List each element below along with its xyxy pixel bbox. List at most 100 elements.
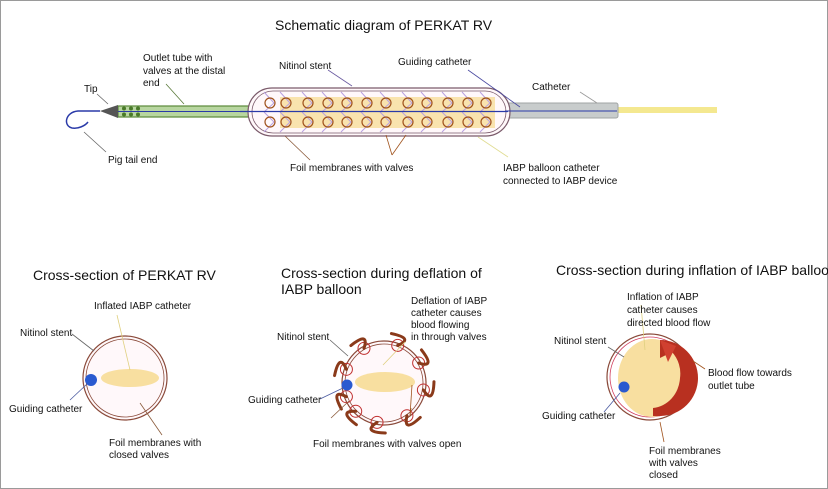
outlet-dot (136, 112, 140, 117)
valve-circle (442, 116, 454, 128)
p2-label-deflation-4: in through valves (411, 332, 487, 343)
valve-circle (280, 116, 292, 128)
open-valve (339, 390, 353, 404)
leader-lines (83, 69, 598, 161)
valve-circle (341, 97, 353, 109)
stent-chevron (420, 91, 432, 133)
p3-label-guiding: Guiding catheter (542, 411, 616, 422)
valve-flap (333, 360, 348, 378)
stent-chevron (461, 91, 473, 133)
pigtail (65, 110, 100, 129)
leader-p3-foil (659, 421, 665, 443)
panel-deflation: Cross-section during deflation of IABP b… (248, 265, 487, 450)
leader-foil-mid1 (385, 134, 393, 156)
outlet-dot (136, 106, 140, 111)
leader-p1-guiding (69, 383, 88, 401)
blood-flow-arrowhead (660, 340, 676, 362)
stent-chevron (279, 91, 291, 133)
valve-circle (361, 116, 373, 128)
leader-p1-foil (139, 402, 163, 436)
valve-flap (335, 392, 348, 411)
leader-foil-left (284, 135, 311, 161)
panel2-title-2: IABP balloon (281, 281, 362, 297)
valve-circle (421, 97, 433, 109)
p1-label-foil-1: Foil membranes with (109, 438, 201, 449)
leader-catheter (579, 91, 598, 104)
p3-label-foil-2: with valves (648, 458, 698, 469)
valve-flap (417, 348, 430, 366)
p3-label-inflation-3: directed blood flow (627, 318, 711, 329)
valve-circle (480, 116, 492, 128)
valve-circle (264, 97, 276, 109)
blood-flow-arrow (653, 340, 698, 416)
open-valve (339, 362, 353, 376)
main-title: Schematic diagram of PERKAT RV (275, 17, 493, 33)
valve-circle (480, 97, 492, 109)
stent-chevron (340, 91, 352, 133)
stent-capsule (240, 87, 511, 137)
outlet-dot (129, 112, 133, 117)
label-foil: Foil membranes with valves (290, 163, 413, 174)
p2-label-stent: Nitinol stent (277, 332, 329, 343)
stent-chevron (401, 91, 413, 133)
panel2-guiding-catheter (341, 379, 353, 391)
valve-flap (345, 409, 358, 427)
leader-p1-inflated (116, 314, 131, 371)
leader-p2-foil-1 (330, 400, 350, 419)
outlet-dot (122, 106, 126, 111)
valve-circle (402, 116, 414, 128)
valve-circle (462, 97, 474, 109)
label-guiding: Guiding catheter (398, 57, 472, 68)
open-valve (416, 383, 430, 397)
label-outlet-3: end (143, 78, 160, 89)
valve-circle (322, 97, 334, 109)
valve-circle (421, 116, 433, 128)
p2-label-guiding: Guiding catheter (248, 395, 322, 406)
valve-circle (402, 97, 414, 109)
leader-p1-stent (71, 333, 95, 352)
leader-p2-stent (329, 339, 349, 357)
p3-label-inflation-2: catheter causes (627, 305, 698, 316)
valve-circle (361, 97, 373, 109)
balloon (280, 97, 495, 128)
stent-chevron (321, 91, 333, 133)
p2-label-deflation-2: catheter causes (411, 308, 482, 319)
leader-stent (327, 69, 353, 87)
label-iabp-1: IABP balloon catheter (503, 163, 600, 174)
leader-p3-blood (692, 360, 706, 370)
valve-circle (462, 116, 474, 128)
label-outlet-1: Outlet tube with (143, 53, 212, 64)
valve-flap (421, 380, 436, 398)
label-tip: Tip (84, 84, 98, 95)
panel1-guiding-catheter (85, 374, 97, 386)
outlet-dot (129, 106, 133, 111)
label-catheter: Catheter (532, 82, 571, 93)
p2-label-deflation-1: Deflation of IABP (411, 296, 487, 307)
stent-chevron (441, 91, 453, 133)
panel1-title: Cross-section of PERKAT RV (33, 267, 217, 283)
tip-cone (100, 105, 118, 118)
valve-circle (280, 97, 292, 109)
open-valve (391, 338, 405, 352)
p1-label-stent: Nitinol stent (20, 328, 72, 339)
leader-outlet (165, 83, 185, 105)
p3-label-foil-1: Foil membranes (649, 446, 721, 457)
p1-label-foil-2: closed valves (109, 450, 169, 461)
label-iabp-2: connected to IABP device (503, 176, 618, 187)
valve-circle (380, 116, 392, 128)
p3-label-inflation-1: Inflation of IABP (627, 292, 699, 303)
valve-flap (349, 337, 367, 350)
stent-chevron (379, 91, 391, 133)
outlet-dot (122, 112, 126, 117)
valve-flap (369, 420, 387, 435)
p1-label-inflated: Inflated IABP catheter (94, 301, 192, 312)
valve-flap (404, 414, 422, 427)
leader-guiding (467, 69, 521, 108)
leader-iabp (477, 136, 509, 158)
leader-pigtail (83, 131, 107, 153)
p2-label-foil: Foil membranes with valves open (313, 439, 461, 450)
p3-label-blood-1: Blood flow towards (708, 368, 792, 379)
open-valve (370, 415, 384, 429)
label-pigtail: Pig tail end (108, 155, 157, 166)
